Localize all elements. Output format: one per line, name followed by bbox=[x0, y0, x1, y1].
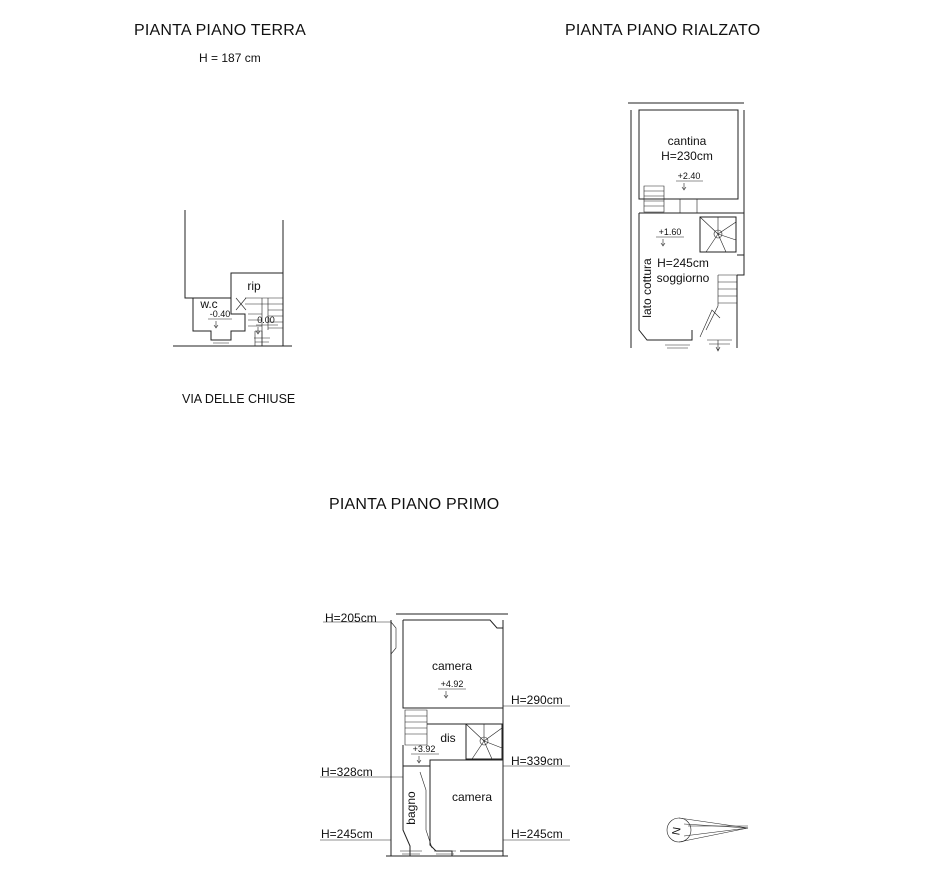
north-arrow-icon: N bbox=[666, 817, 749, 843]
level-mark: +3.92 bbox=[413, 744, 436, 754]
height-label: H=290cm bbox=[511, 693, 563, 707]
level-mark: +2.40 bbox=[678, 171, 701, 181]
room-label: H=230cm bbox=[661, 149, 713, 163]
height-label: H=328cm bbox=[321, 765, 373, 779]
raised-floor-title: PIANTA PIANO RIALZATO bbox=[565, 22, 761, 39]
height-label: H=245cm bbox=[321, 827, 373, 841]
level-mark: +4.92 bbox=[441, 679, 464, 689]
first-floor-plan: camera +4.92 dis +3.92 camera bagno H=20… bbox=[320, 611, 570, 857]
height-label: H=339cm bbox=[511, 754, 563, 768]
first-floor-title: PIANTA PIANO PRIMO bbox=[329, 496, 500, 513]
height-label: H=205cm bbox=[325, 611, 377, 625]
height-label: H=245cm bbox=[511, 827, 563, 841]
street-label: VIA DELLE CHIUSE bbox=[182, 392, 296, 406]
room-label: soggiorno bbox=[657, 271, 710, 285]
raised-floor-plan: cantina H=230cm +2.40 +1.60 H=245cm sogg… bbox=[628, 102, 745, 352]
level-mark: -0.40 bbox=[210, 309, 231, 319]
ground-floor-plan: rip w.c -0.40 0.00 bbox=[173, 210, 292, 347]
level-mark: +1.60 bbox=[659, 227, 682, 237]
room-label: lato cottura bbox=[640, 258, 654, 318]
room-label: bagno bbox=[404, 791, 418, 825]
north-label: N bbox=[670, 826, 683, 836]
ground-floor-height: H = 187 cm bbox=[199, 51, 261, 65]
room-label: camera bbox=[452, 790, 492, 804]
room-label: cantina bbox=[668, 134, 707, 148]
room-label: dis bbox=[440, 731, 455, 745]
room-label: camera bbox=[432, 659, 472, 673]
room-label: rip bbox=[247, 279, 261, 293]
level-mark: 0.00 bbox=[257, 315, 275, 325]
room-label: w.c bbox=[199, 297, 217, 311]
room-label: H=245cm bbox=[657, 256, 709, 270]
ground-floor-title: PIANTA PIANO TERRA bbox=[134, 22, 306, 39]
